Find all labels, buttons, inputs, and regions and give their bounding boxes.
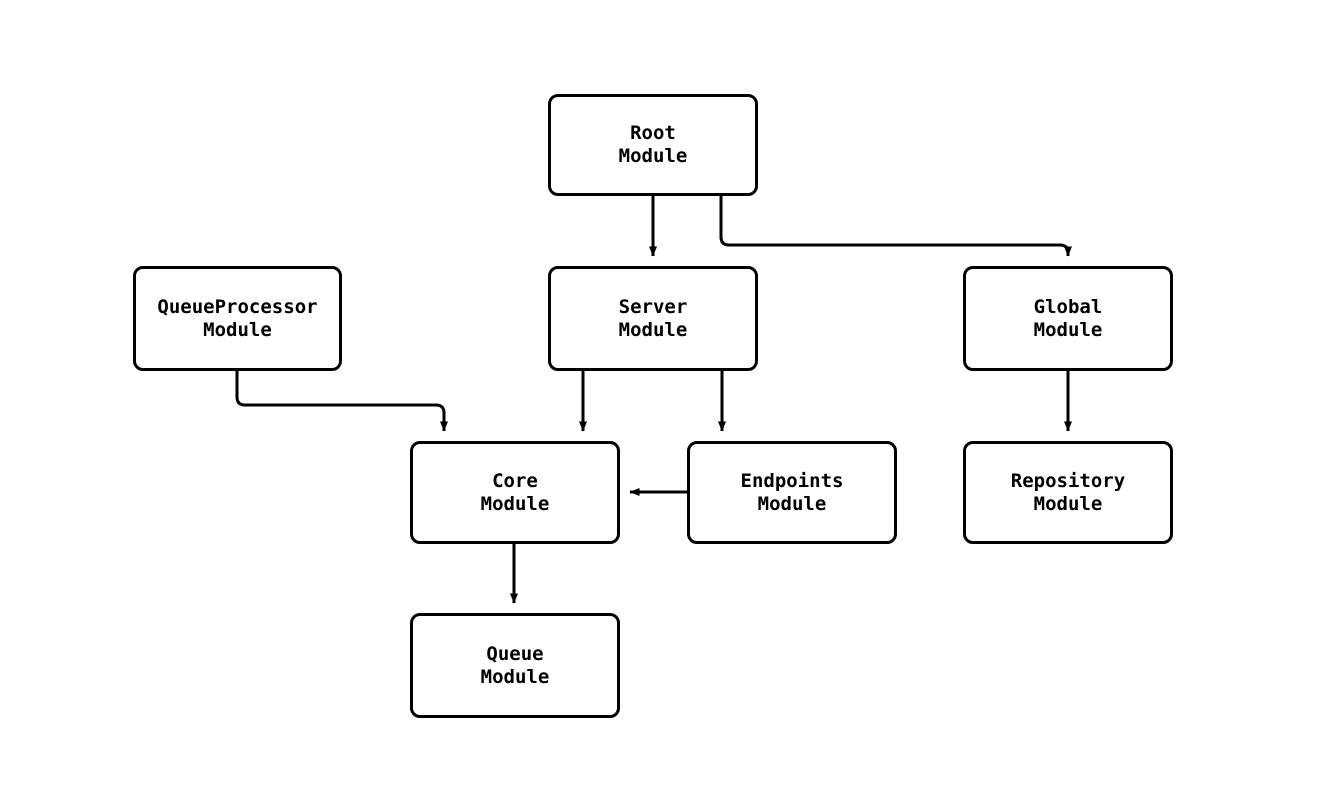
node-endpoints-module-line1: Endpoints	[740, 469, 844, 492]
node-core-module-line2: Module	[480, 492, 550, 515]
node-queue-module[interactable]: Queue Module	[410, 613, 620, 718]
edge-queueprocessor-to-core	[235, 371, 448, 432]
node-queueprocessor-module[interactable]: QueueProcessor Module	[133, 266, 342, 371]
edge-root-to-global	[719, 196, 1072, 257]
node-repository-module-line2: Module	[1033, 492, 1103, 515]
node-server-module-line1: Server	[618, 295, 688, 318]
node-core-module[interactable]: Core Module	[410, 441, 620, 544]
node-endpoints-module-line2: Module	[757, 492, 827, 515]
node-root-module-line1: Root	[630, 122, 676, 144]
node-repository-module-line1: Repository	[1010, 469, 1126, 492]
node-global-module[interactable]: Global Module	[963, 266, 1173, 371]
node-queueprocessor-module-line2: Module	[203, 318, 272, 341]
node-queueprocessor-module-line1: QueueProcessor	[157, 295, 318, 318]
node-server-module[interactable]: Server Module	[548, 266, 758, 371]
node-global-module-line1: Global	[1033, 295, 1103, 318]
node-core-module-line1: Core	[492, 469, 538, 492]
node-endpoints-module[interactable]: Endpoints Module	[687, 441, 897, 544]
node-root-module[interactable]: Root Module	[548, 94, 758, 196]
node-global-module-line2: Module	[1033, 318, 1103, 341]
node-queue-module-line2: Module	[480, 665, 550, 688]
node-repository-module[interactable]: Repository Module	[963, 441, 1173, 544]
node-root-module-line2: Module	[618, 145, 688, 167]
node-queue-module-line1: Queue	[486, 642, 544, 665]
node-server-module-line2: Module	[618, 318, 688, 341]
